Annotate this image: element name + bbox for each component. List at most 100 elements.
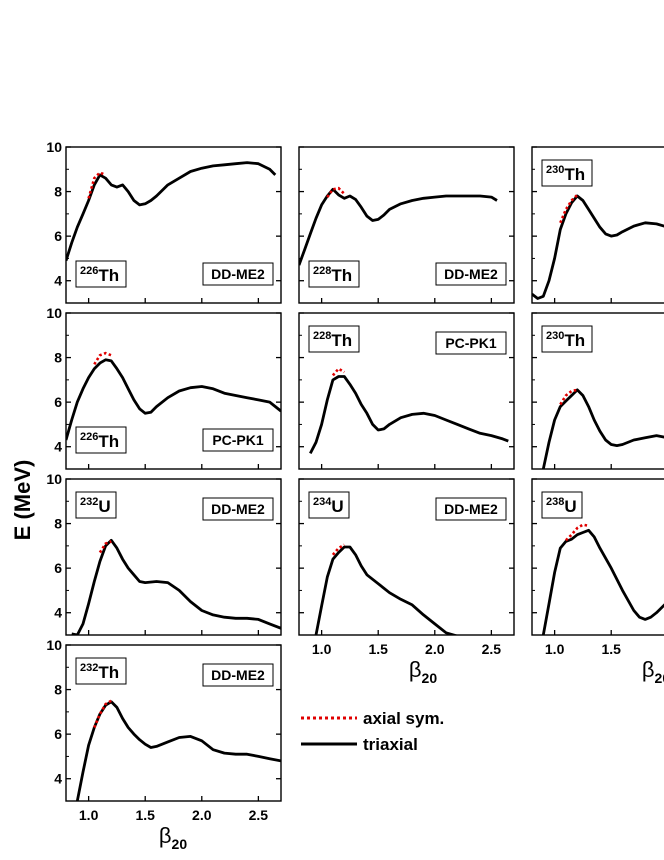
series-axial bbox=[559, 388, 578, 406]
x-axis-label-subscript: 20 bbox=[422, 670, 438, 686]
y-axis-label: E (MeV) bbox=[10, 460, 35, 541]
interaction-label-box bbox=[202, 262, 274, 286]
mass-number: 232 bbox=[80, 496, 98, 508]
interaction-label: PC-PK1 bbox=[445, 335, 497, 351]
panel-frame bbox=[298, 478, 515, 636]
panel-p6: 230Th bbox=[531, 312, 664, 470]
mass-number: 238 bbox=[546, 496, 564, 508]
y-tick-label: 4 bbox=[54, 605, 62, 621]
y-tick-label: 6 bbox=[54, 228, 62, 244]
x-axis-label: β20 bbox=[409, 657, 437, 686]
series-axial bbox=[559, 193, 579, 224]
interaction-label-box bbox=[435, 262, 507, 286]
x-tick-label: 1.0 bbox=[545, 641, 565, 657]
nucleus-label-box bbox=[541, 491, 583, 519]
panel-frame bbox=[531, 312, 664, 470]
panel-frame bbox=[531, 478, 664, 636]
panel-frame bbox=[298, 312, 515, 470]
x-tick-label: 1.0 bbox=[312, 641, 332, 657]
interaction-label-box bbox=[435, 331, 507, 355]
nucleus-label-box bbox=[541, 159, 593, 187]
x-axis-label-symbol: β bbox=[642, 657, 655, 682]
series-axial bbox=[93, 699, 112, 729]
legend-box bbox=[298, 699, 464, 759]
x-axis-label: β20 bbox=[642, 657, 664, 686]
panel-frame bbox=[65, 478, 282, 636]
interaction-label: PC-PK1 bbox=[212, 432, 264, 448]
panel-p3: 230Th bbox=[531, 146, 664, 304]
panel-p5: 228Th PC-PK1 bbox=[298, 312, 515, 470]
x-tick-label: 2.0 bbox=[192, 807, 212, 823]
series-triaxial bbox=[75, 700, 281, 801]
series-triaxial bbox=[314, 545, 458, 635]
x-axis-label-subscript: 20 bbox=[172, 836, 188, 852]
series-triaxial bbox=[66, 358, 281, 441]
interaction-label: DD-ME2 bbox=[211, 667, 265, 683]
y-tick-label: 10 bbox=[46, 139, 62, 155]
element-symbol: Th bbox=[564, 165, 585, 184]
y-tick-label: 6 bbox=[54, 394, 62, 410]
nucleus-label-box bbox=[75, 657, 127, 685]
y-tick-label: 4 bbox=[54, 771, 62, 787]
x-axis-label-subscript: 20 bbox=[655, 670, 664, 686]
series-axial bbox=[564, 523, 589, 542]
x-axis-label-symbol: β bbox=[409, 657, 422, 682]
y-tick-label: 8 bbox=[54, 682, 62, 698]
interaction-label-box bbox=[435, 497, 507, 521]
series-triaxial bbox=[532, 194, 664, 300]
x-tick-label: 2.5 bbox=[482, 641, 502, 657]
legend-label: axial sym. bbox=[363, 709, 444, 728]
panel-p9: 1.0 1.5 238U bbox=[531, 478, 664, 657]
element-symbol: Th bbox=[98, 266, 119, 285]
mass-number: 228 bbox=[313, 330, 331, 342]
interaction-label-box bbox=[202, 497, 274, 521]
mass-number: 230 bbox=[546, 330, 564, 342]
element-symbol: U bbox=[98, 497, 110, 516]
y-tick-label: 6 bbox=[54, 726, 62, 742]
x-tick-label: 1.5 bbox=[135, 807, 155, 823]
nucleus-label: 226Th bbox=[80, 265, 119, 285]
x-tick-label: 1.5 bbox=[601, 641, 621, 657]
interaction-label-box bbox=[202, 428, 274, 452]
element-symbol: U bbox=[564, 497, 576, 516]
series-triaxial bbox=[541, 528, 664, 635]
mass-number: 228 bbox=[313, 265, 331, 277]
series-triaxial bbox=[71, 538, 281, 635]
nucleus-label-box bbox=[541, 325, 593, 353]
series-axial bbox=[87, 171, 107, 199]
series-axial bbox=[93, 351, 112, 365]
nucleus-label: 234U bbox=[313, 496, 344, 516]
panel-frame bbox=[65, 312, 282, 470]
interaction-label: DD-ME2 bbox=[444, 501, 498, 517]
x-axis-label: β20 bbox=[159, 823, 187, 852]
x-tick-label: 2.0 bbox=[425, 641, 445, 657]
panel-p8: 1.0 1.5 2.0 2.5 234U DD-ME2 bbox=[298, 478, 515, 657]
panel-frame bbox=[298, 146, 515, 304]
mass-number: 232 bbox=[80, 662, 98, 674]
panel-frame bbox=[65, 146, 282, 304]
nucleus-label: 238U bbox=[546, 496, 577, 516]
nucleus-label: 232U bbox=[80, 496, 111, 516]
series-triaxial bbox=[541, 388, 664, 469]
series-triaxial bbox=[309, 375, 509, 455]
mass-number: 226 bbox=[80, 431, 98, 443]
nucleus-label: 228Th bbox=[313, 265, 352, 285]
x-tick-label: 1.5 bbox=[368, 641, 388, 657]
nucleus-label-box bbox=[308, 260, 360, 288]
y-tick-label: 10 bbox=[46, 305, 62, 321]
panel-frame bbox=[65, 644, 282, 802]
x-tick-label: 2.5 bbox=[249, 807, 269, 823]
nucleus-label: 228Th bbox=[313, 330, 352, 350]
legend: axial sym.triaxial bbox=[298, 699, 464, 759]
series-triaxial bbox=[299, 187, 498, 266]
element-symbol: Th bbox=[564, 331, 585, 350]
interaction-label-box bbox=[202, 663, 274, 687]
nucleus-label: 230Th bbox=[546, 164, 585, 184]
series-axial bbox=[98, 540, 112, 554]
nucleus-label-box bbox=[75, 260, 127, 288]
x-axis-label-symbol: β bbox=[159, 823, 172, 848]
interaction-label: DD-ME2 bbox=[211, 266, 265, 282]
